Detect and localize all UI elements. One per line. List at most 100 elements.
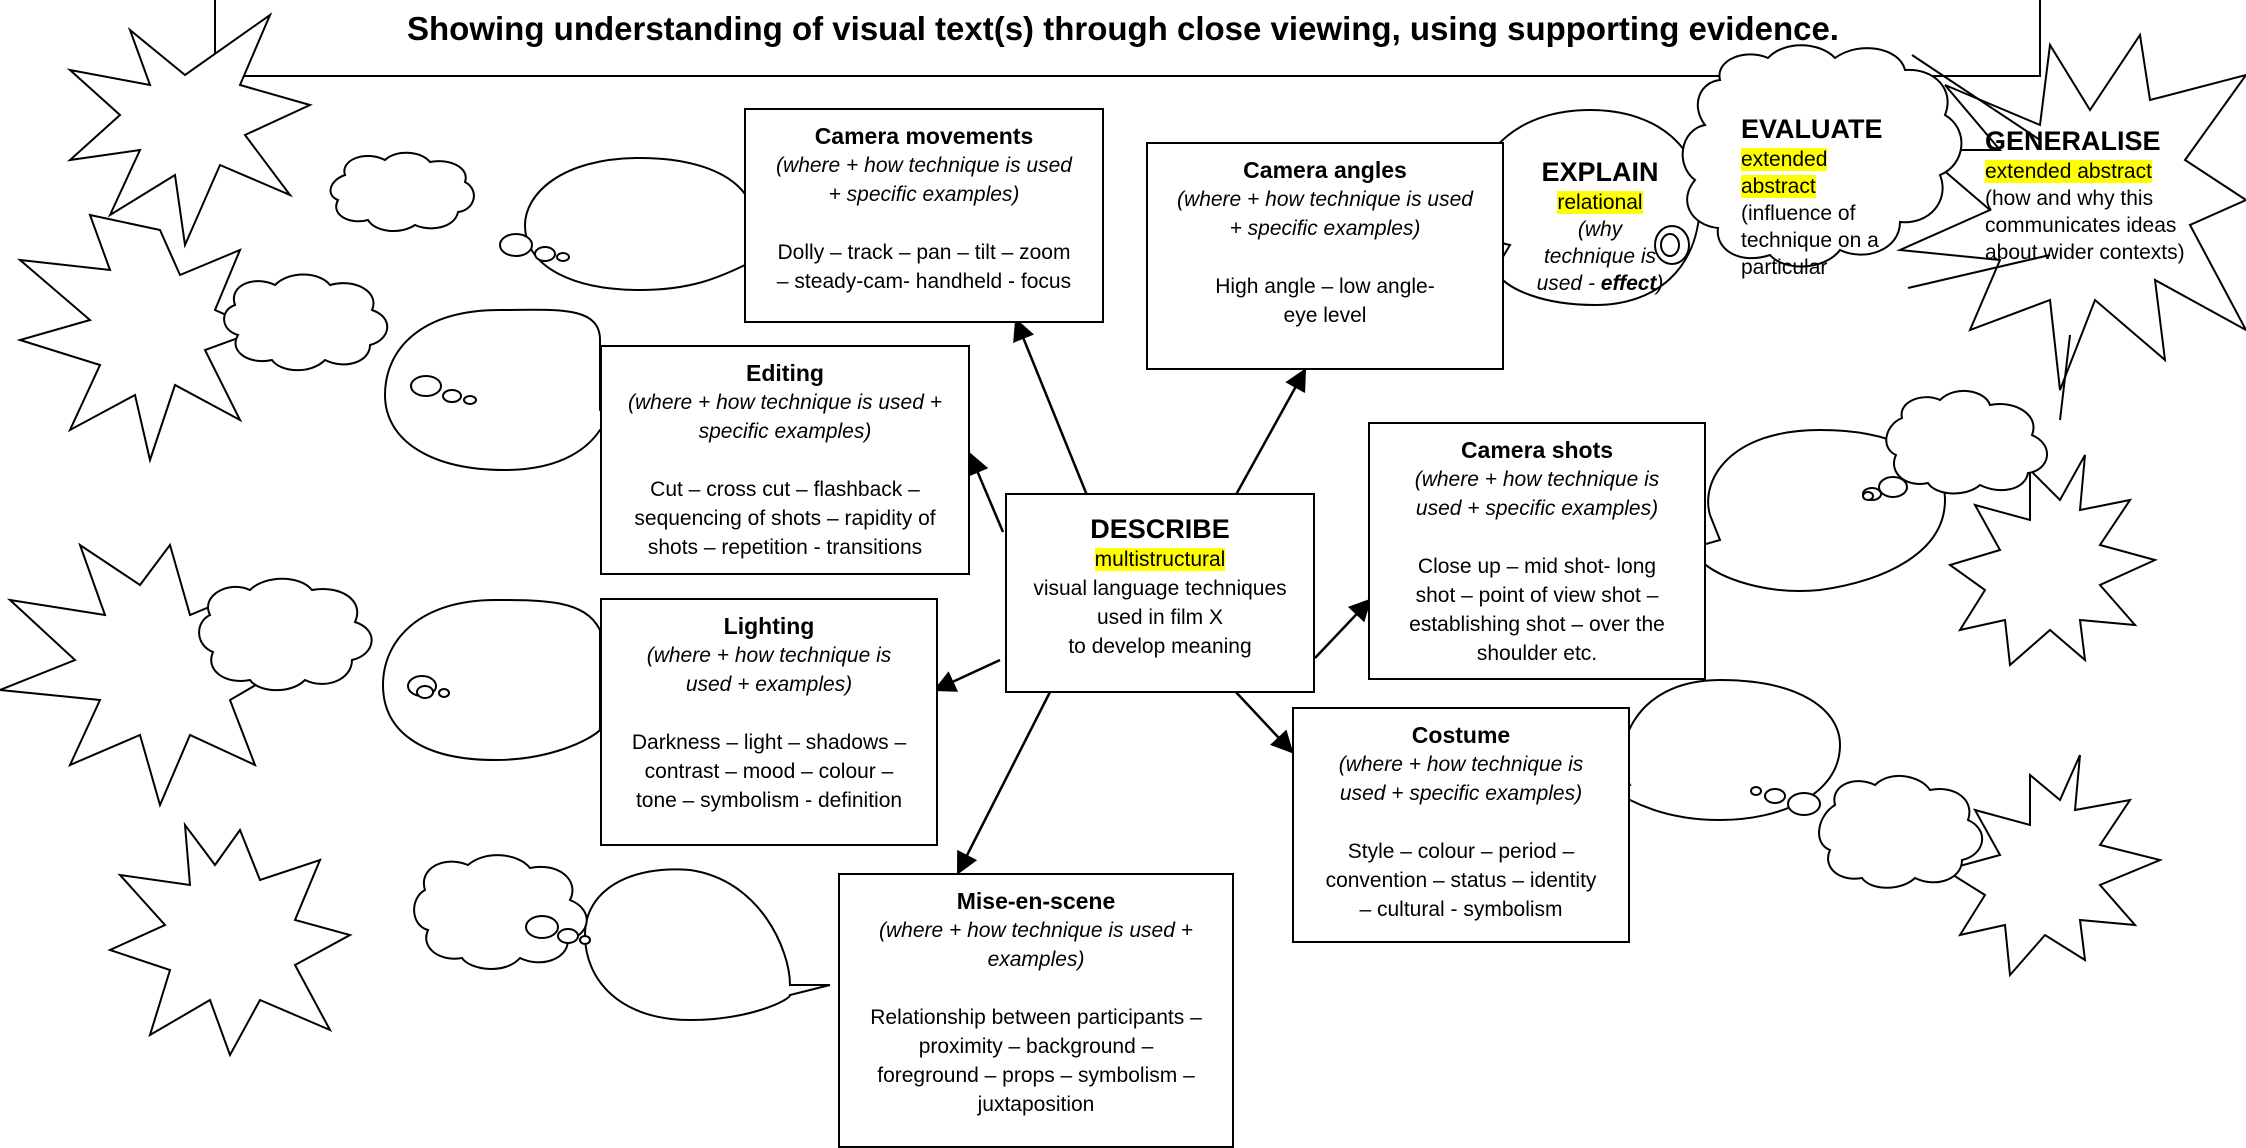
thought-dot bbox=[1878, 476, 1908, 498]
camera-shots-examples: shot – point of view shot – bbox=[1415, 584, 1659, 607]
arrow-camera-shots bbox=[1314, 598, 1372, 659]
camera-shots-box: Camera shots (where + how technique is u… bbox=[1368, 422, 1706, 680]
mise-en-scene-title: Mise-en-scene bbox=[956, 888, 1116, 914]
speech-bubble-3 bbox=[381, 598, 601, 762]
lighting-examples: tone – symbolism - definition bbox=[635, 789, 903, 812]
explain-level-label: relational bbox=[1557, 191, 1643, 214]
explain-title: EXPLAIN bbox=[1541, 157, 1659, 187]
speech-bubble-6 bbox=[1599, 678, 1842, 822]
explain-block: EXPLAIN relational (why technique is use… bbox=[1500, 155, 1700, 297]
editing-examples: shots – repetition - transitions bbox=[647, 536, 923, 559]
evaluate-level: abstract bbox=[1741, 173, 1911, 200]
explain-text: (why bbox=[1577, 218, 1623, 241]
starburst-1 bbox=[66, 12, 313, 249]
arrow-camera-movements bbox=[1013, 317, 1099, 521]
thought-dot bbox=[463, 395, 477, 405]
thought-dot bbox=[1750, 786, 1762, 796]
starburst-6 bbox=[1942, 754, 2164, 978]
costume-title: Costume bbox=[1411, 722, 1511, 748]
speech-bubble-1 bbox=[523, 156, 754, 292]
thought-dot bbox=[442, 389, 462, 403]
thought-dot bbox=[557, 928, 579, 944]
evaluate-text: particular bbox=[1741, 256, 1828, 279]
editing-box: Editing (where + how technique is used +… bbox=[600, 345, 970, 575]
explain-level: relational bbox=[1500, 189, 1700, 216]
editing-title: Editing bbox=[746, 360, 824, 386]
camera-movements-subtitle: + specific examples) bbox=[828, 183, 1020, 206]
speech-bubble-5 bbox=[1682, 428, 1947, 592]
camera-angles-subtitle: (where + how technique is used bbox=[1177, 188, 1473, 211]
thought-dot bbox=[1764, 788, 1786, 804]
evaluate-text: (influence of bbox=[1741, 202, 1856, 225]
mise-en-scene-examples: juxtaposition bbox=[977, 1093, 1095, 1116]
describe-level: multistructural bbox=[1007, 545, 1313, 574]
camera-shots-examples: establishing shot – over the bbox=[1409, 613, 1665, 636]
lighting-box: Lighting (where + how technique is used … bbox=[600, 598, 938, 846]
thought-cloud-4 bbox=[413, 854, 588, 970]
costume-examples: Style – colour – period – bbox=[1347, 840, 1575, 863]
costume-box: Costume (where + how technique is used +… bbox=[1292, 707, 1630, 943]
thought-dot bbox=[534, 246, 556, 262]
starburst-4 bbox=[107, 821, 353, 1058]
arrow-editing bbox=[967, 451, 1005, 533]
camera-angles-subtitle: + specific examples) bbox=[1229, 217, 1421, 240]
explain-effect: effect bbox=[1600, 272, 1657, 295]
evaluate-title: EVALUATE bbox=[1741, 114, 1883, 144]
camera-movements-examples: – steady-cam- handheld - focus bbox=[776, 270, 1072, 293]
camera-shots-examples: shoulder etc. bbox=[1476, 642, 1598, 665]
lighting-title: Lighting bbox=[723, 613, 815, 639]
evaluate-level-label: abstract bbox=[1741, 175, 1816, 198]
describe-title: DESCRIBE bbox=[1090, 514, 1230, 544]
mise-en-scene-subtitle: examples) bbox=[987, 948, 1085, 971]
connector-evaluate bbox=[1911, 54, 2041, 141]
starburst-2 bbox=[16, 213, 263, 464]
lighting-subtitle: used + examples) bbox=[685, 673, 853, 696]
mise-en-scene-examples: Relationship between participants – bbox=[870, 1006, 1202, 1029]
evaluate-level: extended bbox=[1741, 146, 1911, 173]
costume-subtitle: used + specific examples) bbox=[1339, 782, 1583, 805]
camera-shots-subtitle: (where + how technique is bbox=[1414, 468, 1660, 491]
thought-dot bbox=[556, 252, 570, 262]
mise-en-scene-examples: proximity – background – bbox=[918, 1035, 1154, 1058]
costume-subtitle: (where + how technique is bbox=[1338, 753, 1584, 776]
camera-shots-subtitle: used + specific examples) bbox=[1415, 497, 1659, 520]
camera-angles-box: Camera angles (where + how technique is … bbox=[1146, 142, 1504, 370]
editing-subtitle: specific examples) bbox=[698, 420, 872, 443]
thought-dot bbox=[438, 688, 450, 698]
speech-bubble-2 bbox=[383, 308, 634, 472]
describe-text: visual language techniques bbox=[1033, 577, 1287, 600]
thought-cloud-6 bbox=[1818, 774, 1984, 889]
explain-text-part: used - bbox=[1536, 272, 1601, 295]
camera-movements-subtitle: (where + how technique is used bbox=[776, 154, 1072, 177]
explain-text: used - effect) bbox=[1500, 270, 1700, 297]
evaluate-text: technique on a bbox=[1741, 229, 1879, 252]
connector-generalise-2 bbox=[2059, 334, 2071, 421]
camera-angles-examples: High angle – low angle- bbox=[1215, 275, 1435, 298]
thought-dot bbox=[1862, 491, 1874, 501]
lighting-subtitle: (where + how technique is bbox=[646, 644, 892, 667]
thought-dot bbox=[1660, 233, 1680, 257]
generalise-block: GENERALISE extended abstract (how and wh… bbox=[1985, 124, 2215, 266]
generalise-level: extended abstract bbox=[1985, 158, 2215, 185]
describe-box: DESCRIBE multistructural visual language… bbox=[1005, 493, 1315, 693]
thought-cloud-5 bbox=[1885, 389, 2049, 495]
thought-dot bbox=[525, 915, 559, 939]
generalise-level-label: extended abstract bbox=[1985, 160, 2152, 183]
describe-level-label: multistructural bbox=[1094, 548, 1226, 571]
thought-cloud-2 bbox=[223, 273, 389, 372]
lighting-examples: contrast – mood – colour – bbox=[644, 760, 894, 783]
camera-angles-title: Camera angles bbox=[1243, 157, 1407, 183]
thought-dot bbox=[416, 685, 434, 699]
header-frame bbox=[214, 0, 2041, 77]
evaluate-level-label: extended bbox=[1741, 148, 1828, 171]
editing-examples: sequencing of shots – rapidity of bbox=[634, 507, 936, 530]
arrow-costume bbox=[1233, 689, 1294, 754]
describe-text: used in film X bbox=[1096, 606, 1224, 629]
explain-text: technique is bbox=[1543, 245, 1657, 268]
connector-generalise bbox=[1907, 254, 2051, 289]
generalise-text: communicates ideas bbox=[1985, 214, 2177, 237]
describe-text: to develop meaning bbox=[1068, 635, 1252, 658]
generalise-text: about wider contexts) bbox=[1985, 241, 2185, 264]
editing-examples: Cut – cross cut – flashback – bbox=[650, 478, 920, 501]
